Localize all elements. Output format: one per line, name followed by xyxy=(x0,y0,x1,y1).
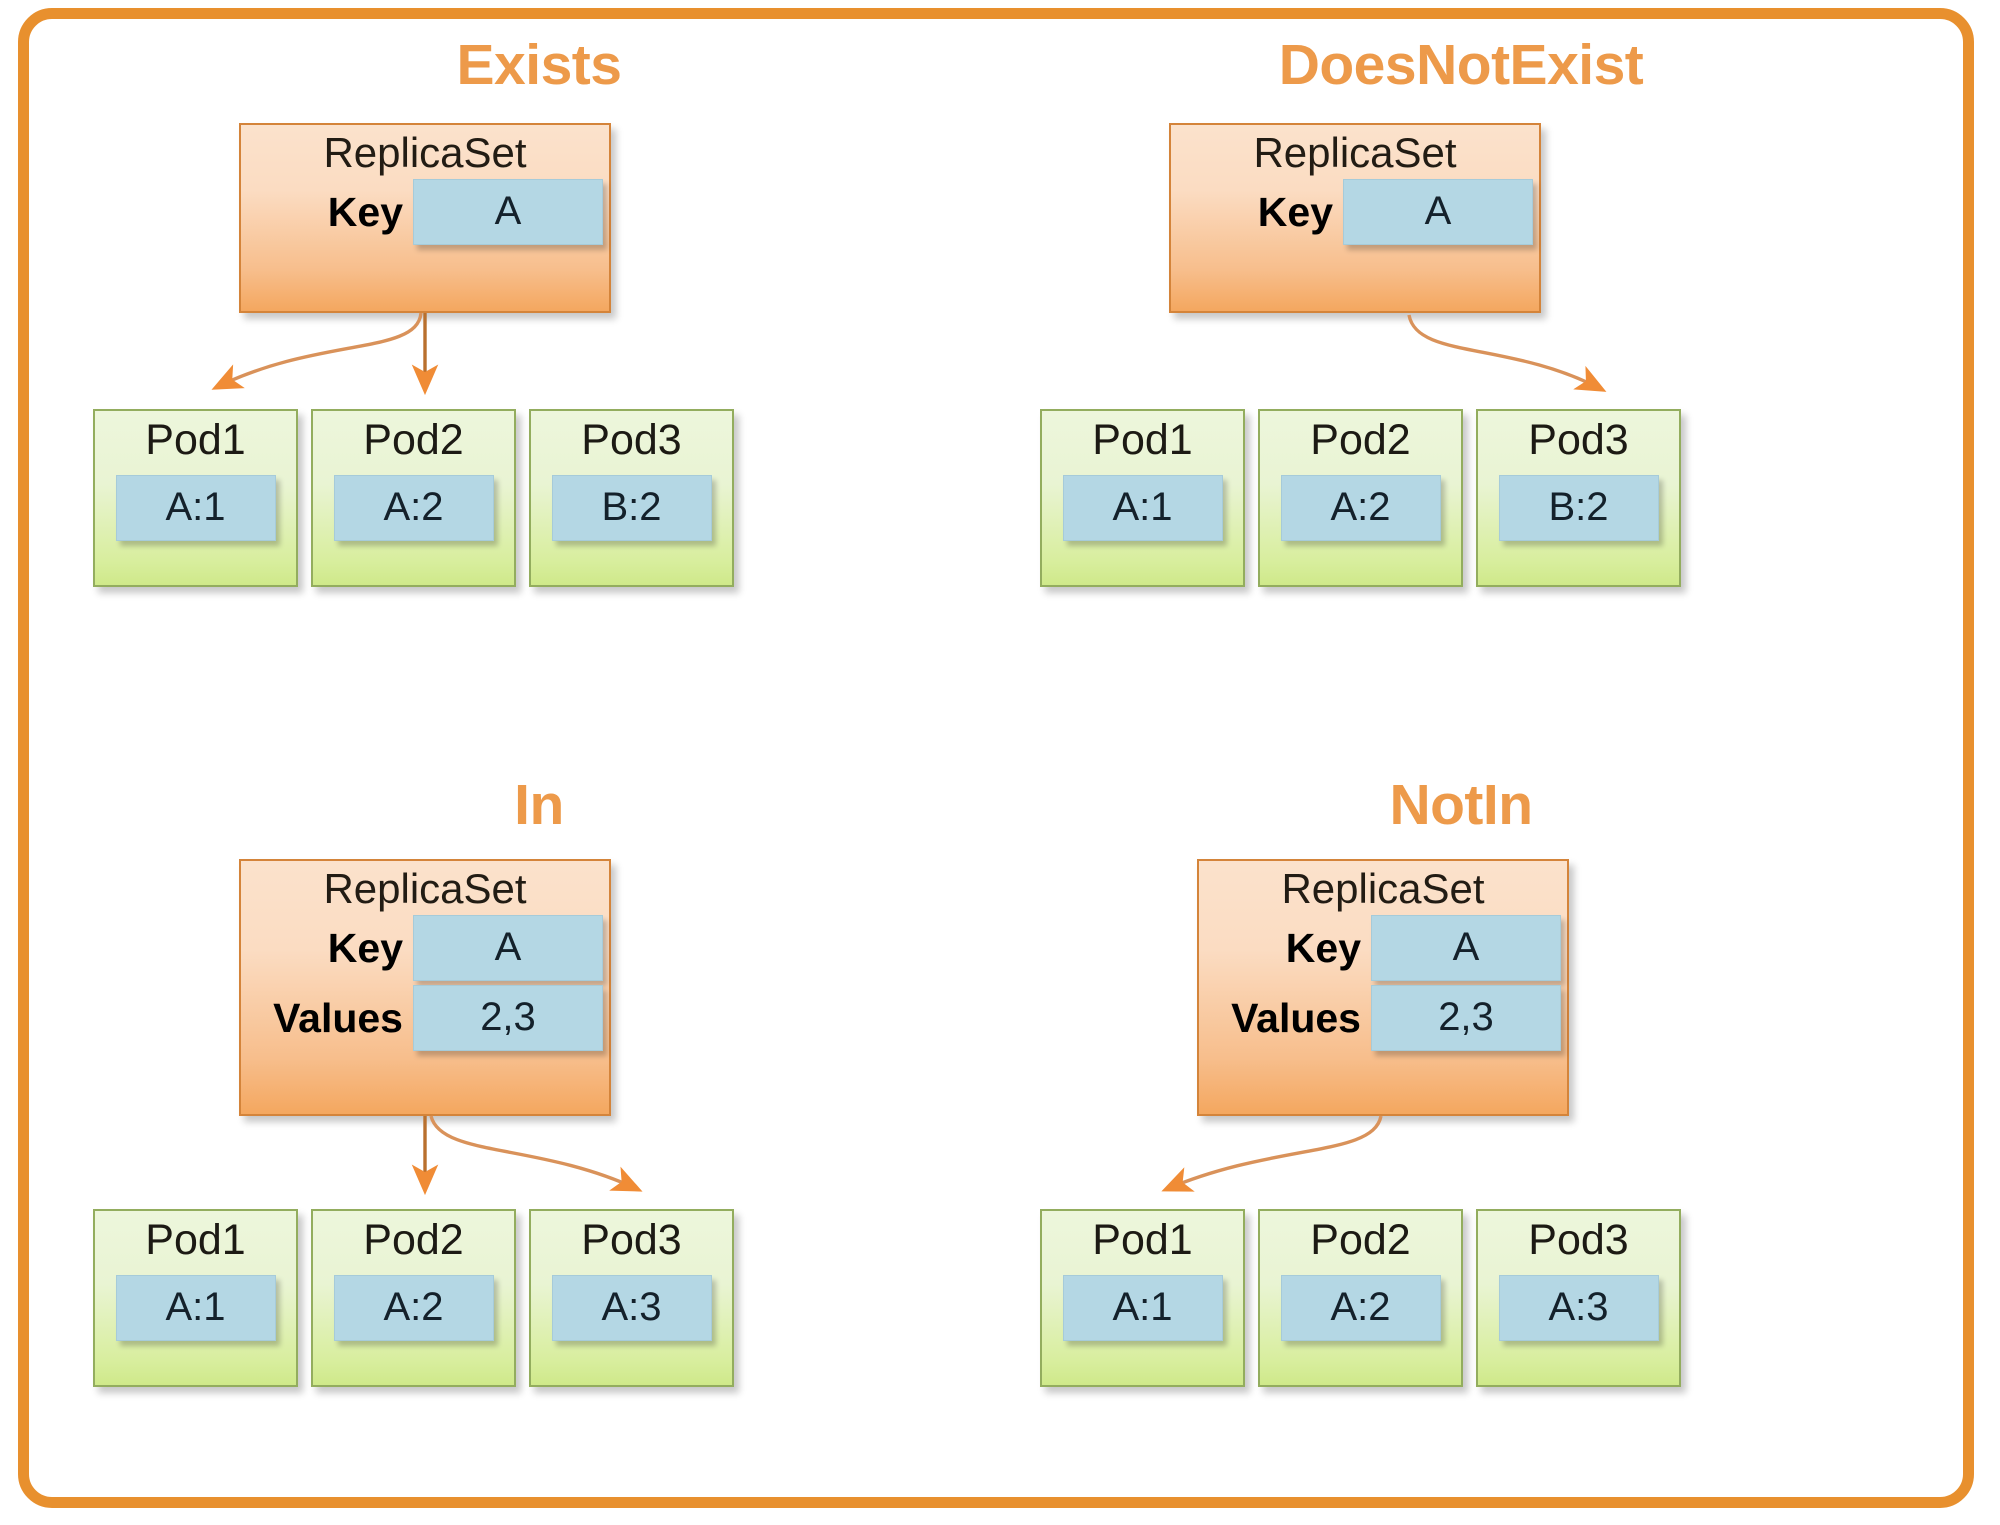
pod-name: Pod2 xyxy=(363,416,464,464)
pod-card[interactable]: Pod2 A:2 xyxy=(311,409,516,587)
arrow-to-pod1 xyxy=(1161,1115,1383,1192)
key-value-chip: A xyxy=(1343,179,1533,246)
pod-label-chip: A:2 xyxy=(1280,1275,1441,1342)
pod-card[interactable]: Pod3 B:2 xyxy=(1476,409,1681,587)
quadrant-title: DoesNotExist xyxy=(1278,33,1644,97)
pod-label-chip: A:2 xyxy=(333,475,494,542)
pod-label-chip: B:2 xyxy=(551,475,712,542)
replicaset-key-row: Key A xyxy=(241,179,609,246)
quadrant-title: NotIn xyxy=(1389,773,1533,837)
arrow-to-pod1 xyxy=(211,312,423,390)
arrow-to-pod3 xyxy=(1407,314,1607,392)
pod-label-chip: A:3 xyxy=(551,1275,712,1342)
pod-row: Pod1 A:1 Pod2 A:2 Pod3 B:2 xyxy=(1040,409,1681,587)
quadrant-exists: Exists ReplicaSet Key A Pod1 A:1 Pod2 A:… xyxy=(69,37,989,777)
key-value-chip: A xyxy=(1371,915,1561,982)
pod-name: Pod1 xyxy=(145,1216,246,1264)
quadrant-doesnotexist: DoesNotExist ReplicaSet Key A Pod1 A:1 P… xyxy=(989,37,1949,777)
pod-name: Pod2 xyxy=(363,1216,464,1264)
pod-card[interactable]: Pod2 A:2 xyxy=(1258,1209,1463,1387)
pod-label-chip: A:1 xyxy=(115,475,276,542)
pod-label-chip: A:1 xyxy=(1062,475,1223,542)
pod-name: Pod2 xyxy=(1310,416,1411,464)
replicaset-title: ReplicaSet xyxy=(323,129,527,176)
quadrant-grid: Exists ReplicaSet Key A Pod1 A:1 Pod2 A:… xyxy=(29,19,1963,1497)
pod-card[interactable]: Pod1 A:1 xyxy=(1040,1209,1245,1387)
replicaset-box[interactable]: ReplicaSet Key A Values 2,3 xyxy=(239,859,611,1116)
pod-name: Pod2 xyxy=(1310,1216,1411,1264)
pod-name: Pod1 xyxy=(1092,416,1193,464)
pod-label-chip: A:2 xyxy=(333,1275,494,1342)
replicaset-values-row: Values 2,3 xyxy=(1199,985,1567,1052)
pod-card[interactable]: Pod3 B:2 xyxy=(529,409,734,587)
pod-label-chip: A:2 xyxy=(1280,475,1441,542)
values-value-chip: 2,3 xyxy=(1371,985,1561,1052)
pod-card[interactable]: Pod3 A:3 xyxy=(1476,1209,1681,1387)
pod-card[interactable]: Pod1 A:1 xyxy=(93,409,298,587)
pod-card[interactable]: Pod2 A:2 xyxy=(311,1209,516,1387)
pod-card[interactable]: Pod1 A:1 xyxy=(1040,409,1245,587)
pod-name: Pod3 xyxy=(1528,416,1629,464)
key-label: Key xyxy=(327,188,403,235)
pod-card[interactable]: Pod3 A:3 xyxy=(529,1209,734,1387)
replicaset-title: ReplicaSet xyxy=(323,865,527,912)
pod-label-chip: A:1 xyxy=(115,1275,276,1342)
pod-name: Pod3 xyxy=(581,416,682,464)
quadrant-notin: NotIn ReplicaSet Key A Values 2,3 Pod1 A… xyxy=(989,777,1949,1505)
pod-name: Pod1 xyxy=(145,416,246,464)
pod-card[interactable]: Pod2 A:2 xyxy=(1258,409,1463,587)
replicaset-key-row: Key A xyxy=(241,915,609,982)
pod-row: Pod1 A:1 Pod2 A:2 Pod3 A:3 xyxy=(93,1209,734,1387)
pod-row: Pod1 A:1 Pod2 A:2 Pod3 A:3 xyxy=(1040,1209,1681,1387)
diagram-frame: Exists ReplicaSet Key A Pod1 A:1 Pod2 A:… xyxy=(18,8,1974,1508)
pod-label-chip: B:2 xyxy=(1498,475,1659,542)
arrow-to-pod3 xyxy=(429,1115,643,1192)
key-value-chip: A xyxy=(413,915,603,982)
quadrant-title: In xyxy=(514,773,564,837)
values-value-chip: 2,3 xyxy=(413,985,603,1052)
values-label: Values xyxy=(1231,994,1361,1041)
key-label: Key xyxy=(1285,924,1361,971)
pod-label-chip: A:1 xyxy=(1062,1275,1223,1342)
pod-name: Pod1 xyxy=(1092,1216,1193,1264)
key-label: Key xyxy=(327,924,403,971)
pod-name: Pod3 xyxy=(581,1216,682,1264)
replicaset-title: ReplicaSet xyxy=(1253,129,1457,176)
values-label: Values xyxy=(273,994,403,1041)
replicaset-box[interactable]: ReplicaSet Key A xyxy=(1169,123,1541,313)
replicaset-key-row: Key A xyxy=(1171,179,1539,246)
replicaset-box[interactable]: ReplicaSet Key A Values 2,3 xyxy=(1197,859,1569,1116)
key-label: Key xyxy=(1257,188,1333,235)
replicaset-title: ReplicaSet xyxy=(1281,865,1485,912)
replicaset-values-row: Values 2,3 xyxy=(241,985,609,1052)
replicaset-key-row: Key A xyxy=(1199,915,1567,982)
quadrant-in: In ReplicaSet Key A Values 2,3 Pod1 A:1 xyxy=(69,777,989,1505)
quadrant-title: Exists xyxy=(456,33,622,97)
replicaset-box[interactable]: ReplicaSet Key A xyxy=(239,123,611,313)
key-value-chip: A xyxy=(413,179,603,246)
pod-row: Pod1 A:1 Pod2 A:2 Pod3 B:2 xyxy=(93,409,734,587)
pod-card[interactable]: Pod1 A:1 xyxy=(93,1209,298,1387)
pod-name: Pod3 xyxy=(1528,1216,1629,1264)
pod-label-chip: A:3 xyxy=(1498,1275,1659,1342)
